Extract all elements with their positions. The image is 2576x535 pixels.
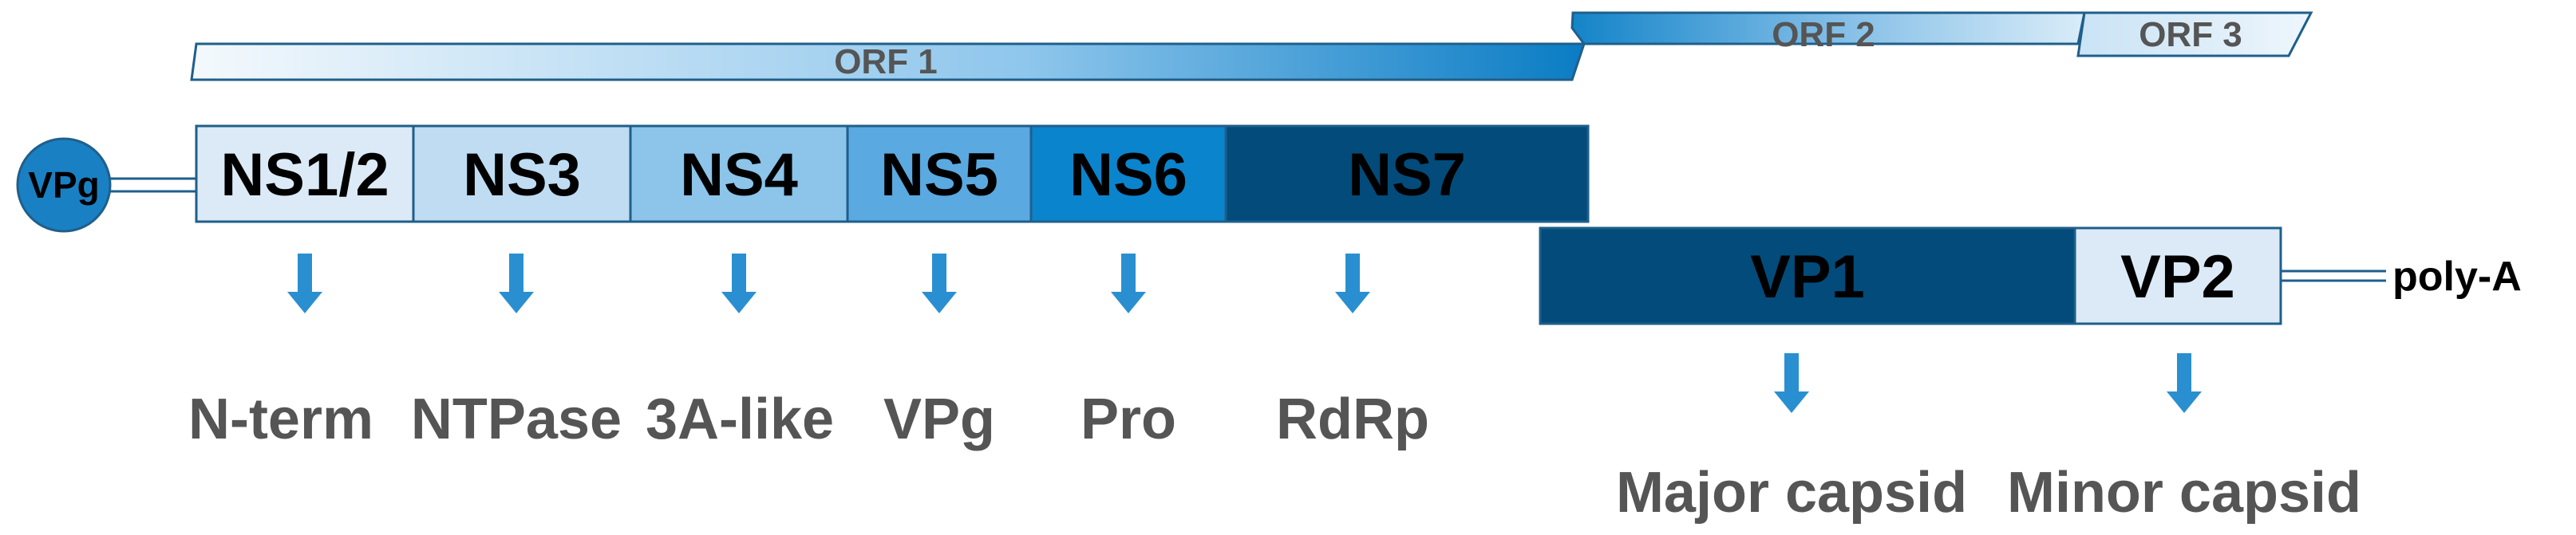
ns5-segment [846,124,1033,223]
ns6-label: NS6 [1069,141,1187,209]
orf3-bar [2076,11,2313,57]
ns6-function: Pro [1081,387,1176,451]
ns-functions: N-term NTPase 3A-like VPg Pro RdRp [188,254,1429,451]
ns7-label: NS7 [1348,141,1466,209]
ns3-function: NTPase [411,387,622,451]
orf3-label: ORF 3 [2139,15,2242,54]
ns1-2-arrow [287,254,322,313]
ns4-label: NS4 [680,141,798,209]
poly-a-tail: poly-A [2281,254,2522,300]
vp-segments: VP1 VP2 [1539,226,2282,325]
vp2-label: VP2 [2120,243,2235,311]
ns6-segment [1029,124,1227,223]
ns3-label: NS3 [463,141,581,209]
ns4-segment [629,124,849,223]
ns4-arrow [721,254,757,313]
vp1-label: VP1 [1750,243,1865,311]
ns1-2-label: NS1/2 [220,141,389,209]
orf2-label: ORF 2 [1772,15,1875,54]
vp1-function: Major capsid [1616,461,1967,525]
vpg-cap: VPg [16,137,198,233]
vp2-function: Minor capsid [2007,461,2361,525]
ns6-arrow [1111,254,1146,313]
ns3-arrow [499,254,534,313]
ns7-segment [1224,124,1590,223]
ns3-segment [412,124,632,223]
orf-bar-group: ORF 1 ORF 2 ORF 3 [190,11,2313,81]
vpg-circle [16,137,112,233]
poly-a-label: poly-A [2392,254,2522,300]
ns5-arrow [922,254,957,313]
ns1-2-function: N-term [188,387,373,451]
ns7-arrow [1335,254,1370,313]
vp1-arrow [1774,353,1809,413]
vpg-label: VPg [28,164,99,206]
ns5-function: VPg [883,387,995,451]
ns-polyprotein: NS1/2 NS3 NS4 NS5 NS6 NS7 [195,124,1590,223]
vp2-segment [2073,226,2282,325]
ns7-function: RdRp [1276,387,1429,451]
orf1-label: ORF 1 [834,42,938,81]
vp1-segment [1539,226,2076,325]
orf2-bar [1570,11,2086,45]
ns4-function: 3A-like [646,387,834,451]
ns5-label: NS5 [880,141,998,209]
vp-functions: Major capsid Minor capsid [1616,353,2361,525]
vp2-arrow [2167,353,2202,413]
orf1-bar [190,42,1586,81]
